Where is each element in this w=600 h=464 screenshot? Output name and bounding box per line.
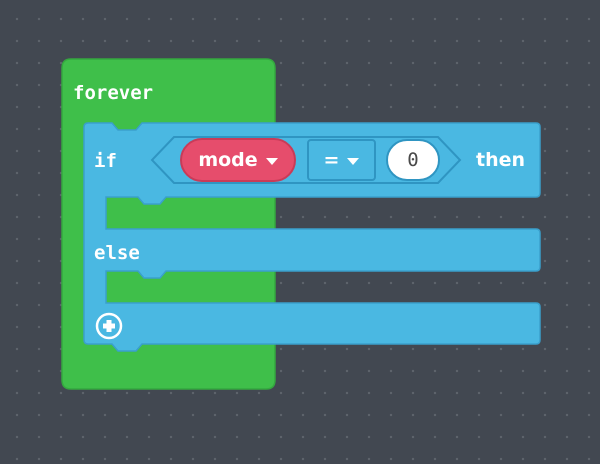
else-label: else <box>94 242 140 264</box>
variable-name: mode <box>198 149 258 171</box>
operator-dropdown[interactable]: = <box>307 139 376 181</box>
then-label: then <box>476 149 526 171</box>
number-value: 0 <box>407 149 419 171</box>
number-input[interactable]: 0 <box>386 139 440 181</box>
variable-dropdown[interactable]: mode <box>180 138 296 182</box>
operator-symbol: = <box>323 149 340 171</box>
plus-circle-icon[interactable] <box>95 312 123 340</box>
forever-label: forever <box>73 82 154 104</box>
if-label: if <box>94 150 117 172</box>
chevron-down-icon <box>265 157 278 165</box>
chevron-down-icon <box>347 157 360 165</box>
